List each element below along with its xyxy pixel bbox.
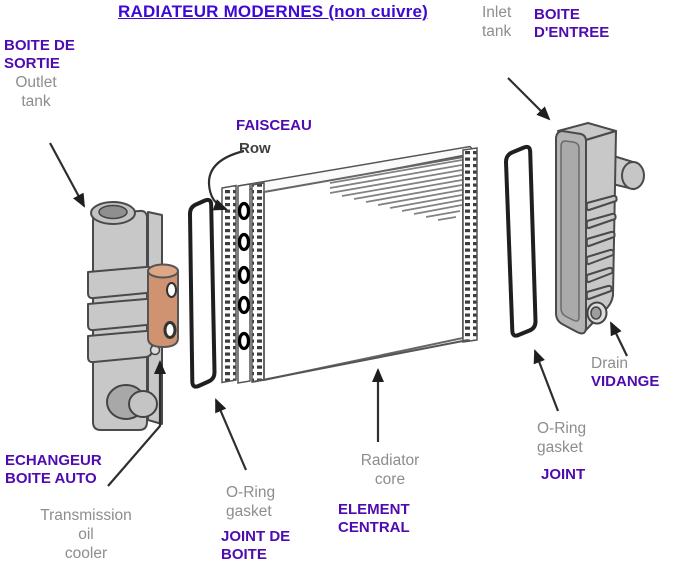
gasket-left-label-fr: JOINT DE BOITE — [221, 528, 291, 563]
gasket-right-label-en: O-Ring gasket — [537, 420, 587, 456]
radiator-core-graphic — [221, 145, 478, 384]
gasket-right-label-fr: JOINT — [541, 466, 586, 483]
row-label-en: Row — [239, 140, 271, 157]
gasket-left-label-en: O-Ring gasket — [226, 484, 276, 520]
arrow-outlet-tank — [49, 142, 85, 208]
annotation-arrows — [49, 77, 628, 487]
row-label-fr: FAISCEAU — [236, 117, 312, 134]
o-ring-gasket-right-graphic — [504, 144, 538, 338]
arrow-inlet-tank — [507, 77, 551, 121]
inlet-tank-label-fr: BOITE D'ENTREE — [534, 6, 610, 41]
drain-label-en: Drain — [591, 355, 629, 372]
o-ring-gasket-left-graphic — [188, 197, 217, 389]
radiator-core-label-en: Radiator core — [360, 452, 420, 488]
core-fins-hatching — [329, 159, 463, 221]
diagram-title: RADIATEUR MODERNES (non cuivre) — [118, 2, 429, 21]
inlet-tank-label-en: Inlet tank — [482, 4, 512, 40]
oil-cooler-label-en: Transmission oil cooler — [40, 507, 132, 562]
arrow-drain — [610, 321, 628, 357]
arrow-row — [207, 149, 245, 211]
inlet-tank-graphic — [555, 122, 645, 335]
outlet-tank-label-en: Outlet tank — [15, 74, 57, 110]
arrow-gasket-left — [214, 398, 248, 471]
radiator-core-label-fr: ELEMENT CENTRAL — [338, 501, 410, 536]
transmission-oil-cooler-graphic — [147, 263, 179, 349]
arrow-oil-cooler — [107, 360, 166, 487]
outlet-tank-label-fr: BOITE DE SORTIE — [4, 37, 75, 72]
arrow-gasket-right — [533, 349, 560, 412]
drain-label-fr: VIDANGE — [591, 373, 660, 390]
oil-cooler-label-fr: ECHANGEUR BOITE AUTO — [5, 452, 102, 487]
drain-plug-graphic — [586, 301, 608, 325]
